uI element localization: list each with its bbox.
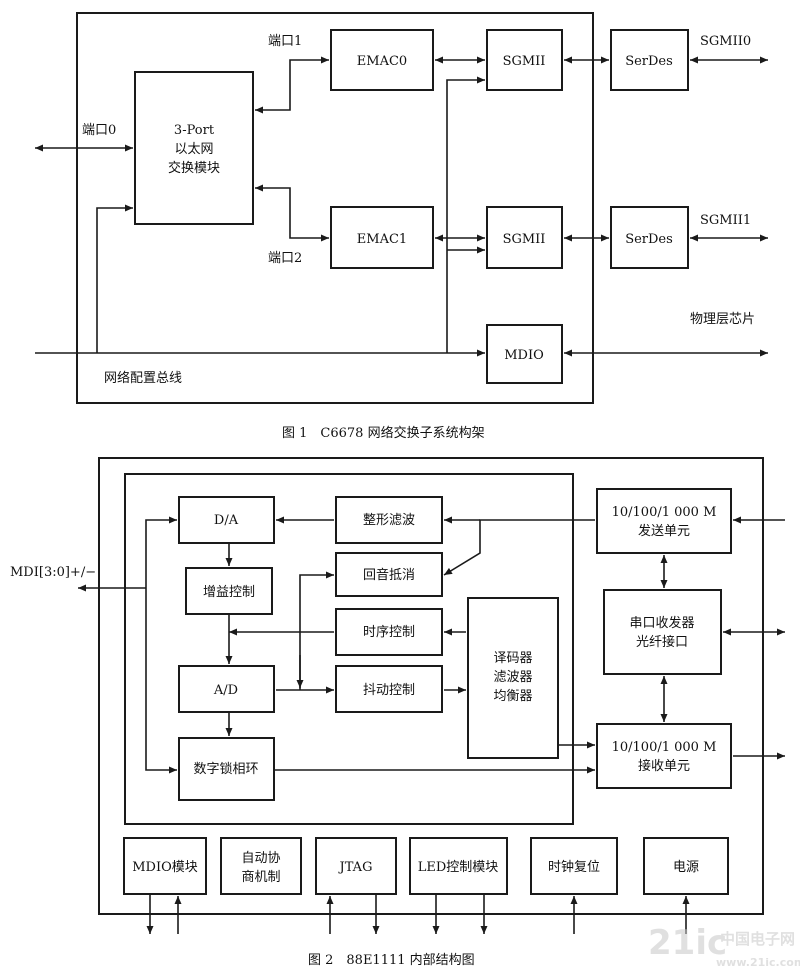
fig2-inner-frame <box>124 473 574 825</box>
echo-label: 回音抵消 <box>363 567 415 583</box>
fig2-caption: 图 2 88E1111 内部结构图 <box>308 952 475 968</box>
phy-label: 物理层芯片 <box>690 312 755 327</box>
da-box <box>178 496 275 544</box>
jitter-label: 抖动控制 <box>363 683 415 698</box>
clock-reset-label: 时钟复位 <box>548 859 600 875</box>
sgmii1-out-label: SGMII1 <box>700 213 751 228</box>
switch-label-2: 以太网 <box>174 142 213 157</box>
fig1-outer-frame <box>76 12 594 404</box>
mdio-module-box <box>123 837 207 895</box>
ad-box <box>178 665 275 713</box>
watermark-url: www.21ic.com <box>716 956 800 969</box>
timing-box <box>335 608 443 656</box>
sgmii0-out-label: SGMII0 <box>700 34 751 49</box>
rx-label-1: 10/100/1 000 M <box>612 740 717 755</box>
serdes-label-b: SerDes <box>625 232 673 247</box>
serdes-box-b <box>610 206 689 269</box>
ad-label: A/D <box>213 683 238 698</box>
led-label: LED控制模块 <box>418 860 499 875</box>
echo-box <box>335 552 443 597</box>
mdio-box <box>486 324 563 384</box>
power-box <box>643 837 729 895</box>
decoder-label-2: 滤波器 <box>493 670 532 685</box>
port1-arrow <box>255 56 329 114</box>
emac1-box <box>330 206 434 269</box>
watermark: 21ic 中国电子网 www.21ic.com <box>648 923 800 969</box>
mdio-module-label: MDIO模块 <box>132 860 198 875</box>
jtag-label: JTAG <box>338 860 373 875</box>
mdi-to-da <box>145 516 177 588</box>
tx-label-1: 10/100/1 000 M <box>612 505 717 520</box>
serial-label-1: 串口收发器 <box>629 615 694 631</box>
shaping-label: 整形滤波 <box>363 513 415 528</box>
port2-arrow <box>255 184 329 242</box>
jtag-box <box>315 837 397 895</box>
rx-label-2: 接收单元 <box>638 758 690 774</box>
autoneg-label-1: 自动协 <box>241 851 280 866</box>
clock-reset-box <box>530 837 618 895</box>
port2-label: 端口2 <box>268 251 302 266</box>
sgmii-label-b: SGMII <box>503 232 546 247</box>
figure-1: 3-Port 以太网 交换模块 EMAC0 EMAC1 SGMII SGMII … <box>35 12 768 404</box>
sgmii-label-a: SGMII <box>503 54 546 69</box>
decoder-box <box>467 597 559 759</box>
tx-to-echo <box>443 519 595 576</box>
mdi-label: MDI[3:0]+/− <box>10 565 96 580</box>
emac0-label: EMAC0 <box>357 54 407 69</box>
pll-box <box>178 737 275 801</box>
rx-box <box>596 723 732 789</box>
tx-label-2: 发送单元 <box>638 523 690 539</box>
emac0-box <box>330 29 434 91</box>
port0-label: 端口0 <box>82 123 116 138</box>
mdi-to-pll <box>145 588 177 774</box>
decoder-label-1: 译码器 <box>493 651 532 666</box>
led-box <box>409 837 508 895</box>
watermark-name: 中国电子网 <box>720 930 795 948</box>
gain-box <box>185 567 273 615</box>
shaping-box <box>335 496 443 544</box>
serdes-box-a <box>610 29 689 91</box>
mdio-label: MDIO <box>504 348 544 363</box>
bus-label: 网络配置总线 <box>104 370 182 386</box>
sgmii-box-b <box>486 206 563 269</box>
timing-label: 时序控制 <box>363 625 415 640</box>
switch-box <box>134 71 254 225</box>
emac1-label: EMAC1 <box>357 232 407 247</box>
switch-label-1: 3-Port <box>174 123 215 138</box>
gain-label: 增益控制 <box>203 585 255 600</box>
ad-to-echo <box>299 571 334 690</box>
tx-box <box>596 488 732 554</box>
decoder-label-3: 均衡器 <box>493 689 532 704</box>
sgmii-box-a <box>486 29 563 91</box>
bus-to-switch <box>96 204 133 353</box>
serial-box <box>603 589 722 675</box>
switch-label-3: 交换模块 <box>168 160 220 176</box>
serdes-label-a: SerDes <box>625 54 673 69</box>
fig2-outer-frame <box>98 457 764 915</box>
serial-label-2: 光纤接口 <box>636 634 688 650</box>
port1-label: 端口1 <box>268 34 302 49</box>
da-label: D/A <box>214 513 239 528</box>
jitter-box <box>335 665 443 713</box>
pll-label: 数字锁相环 <box>193 761 258 777</box>
autoneg-box <box>220 837 302 895</box>
bus-to-sgmii-a <box>446 76 485 353</box>
figure-2: D/A 增益控制 A/D 数字锁相环 整形滤波 回音抵消 时序控制 抖动控制 译… <box>10 457 785 934</box>
fig1-caption: 图 1 C6678 网络交换子系统构架 <box>282 425 485 441</box>
autoneg-label-2: 商机制 <box>241 870 280 885</box>
watermark-logo: 21ic <box>648 923 727 963</box>
power-label: 电源 <box>673 860 699 875</box>
